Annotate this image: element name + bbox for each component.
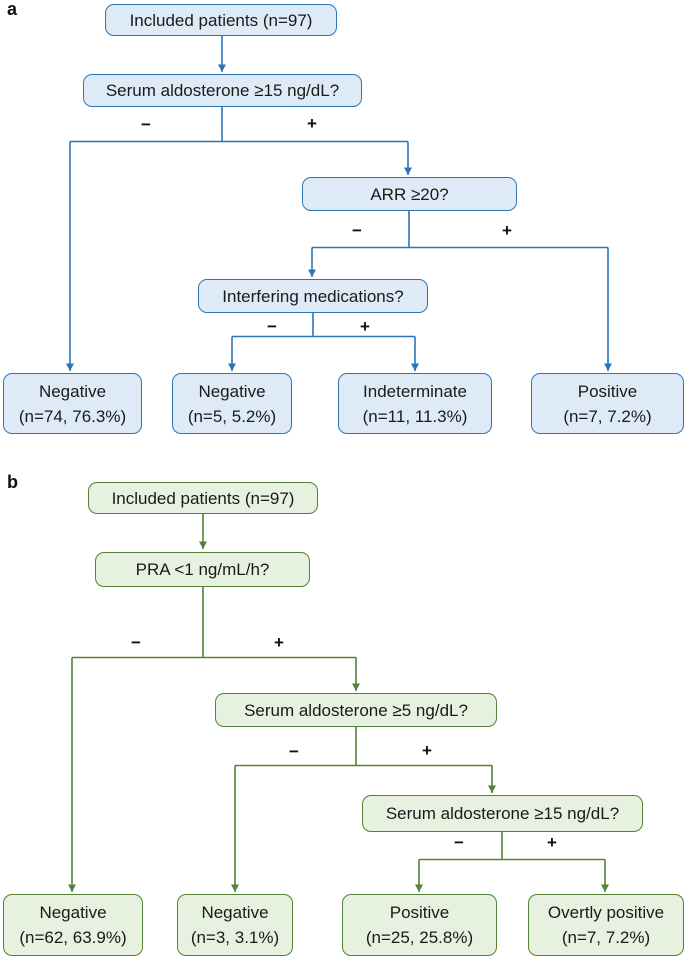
outcome-b-negative-62: Negative (n=62, 63.9%) — [3, 894, 143, 956]
branch-a1-plus-label: + — [307, 114, 317, 133]
branch-b1-plus-label: + — [274, 633, 284, 652]
outcome-stat: (n=7, 7.2%) — [561, 928, 651, 947]
outcome-label: Indeterminate — [363, 381, 467, 401]
branch-b3-minus-label: − — [454, 833, 464, 852]
outcome-label: Negative — [38, 381, 107, 401]
node-b-serum-aldosterone-15: Serum aldosterone ≥15 ng/dL? — [362, 795, 643, 832]
outcome-label: Negative — [39, 903, 107, 922]
outcome-label: Negative — [201, 903, 269, 922]
node-a-arr-20: ARR ≥20? — [302, 177, 517, 211]
outcome-stat: (n=62, 63.9%) — [19, 928, 127, 947]
outcome-b-negative-3: Negative (n=3, 3.1%) — [177, 894, 293, 956]
panel-b-label: b — [7, 472, 18, 492]
node-b-included-patients: Included patients (n=97) — [88, 482, 318, 514]
outcome-b-positive-25: Positive (n=25, 25.8%) — [342, 894, 497, 956]
outcome-a-negative-5: Negative (n=5, 5.2%) — [172, 373, 292, 434]
branch-a3-plus-label: + — [360, 317, 370, 336]
outcome-stat: (n=11, 11.3%) — [362, 406, 468, 426]
branch-b2-minus-label: − — [289, 742, 299, 761]
branch-a1-minus-label: − — [141, 115, 151, 134]
outcome-label: Positive — [389, 903, 450, 922]
node-a-serum-aldosterone-15: Serum aldosterone ≥15 ng/dL? — [83, 74, 362, 107]
node-b-serum-aldosterone-5: Serum aldosterone ≥5 ng/dL? — [215, 693, 497, 727]
branch-b1-minus-label: − — [131, 633, 141, 652]
node-a-included-patients: Included patients (n=97) — [105, 4, 337, 36]
outcome-a-negative-74: Negative (n=74, 76.3%) — [3, 373, 142, 434]
branch-a2-plus-label: + — [502, 221, 512, 240]
outcome-label: Negative — [198, 381, 266, 401]
panel-a-edges — [66, 36, 612, 371]
branch-b2-plus-label: + — [422, 741, 432, 760]
panel-a-label: a — [7, 0, 18, 19]
outcome-a-positive-7: Positive (n=7, 7.2%) — [531, 373, 684, 434]
node-a-interfering-medications: Interfering medications? — [198, 279, 428, 313]
outcome-stat: (n=25, 25.8%) — [365, 928, 474, 947]
outcome-label: Overtly positive — [547, 903, 665, 922]
node-b-pra: PRA <1 ng/mL/h? — [95, 552, 310, 587]
branch-a3-minus-label: − — [267, 317, 277, 336]
outcome-b-overtly-positive-7: Overtly positive (n=7, 7.2%) — [528, 894, 684, 956]
outcome-stat: (n=3, 3.1%) — [190, 928, 280, 947]
branch-b3-plus-label: + — [547, 833, 557, 852]
outcome-label: Positive — [577, 381, 638, 401]
outcome-stat: (n=74, 76.3%) — [18, 406, 127, 426]
panel-b-edges — [68, 514, 609, 892]
outcome-stat: (n=5, 5.2%) — [187, 406, 277, 426]
branch-a2-minus-label: − — [352, 221, 362, 240]
outcome-stat: (n=7, 7.2%) — [563, 406, 652, 426]
outcome-a-indeterminate-11: Indeterminate (n=11, 11.3%) — [338, 373, 492, 434]
